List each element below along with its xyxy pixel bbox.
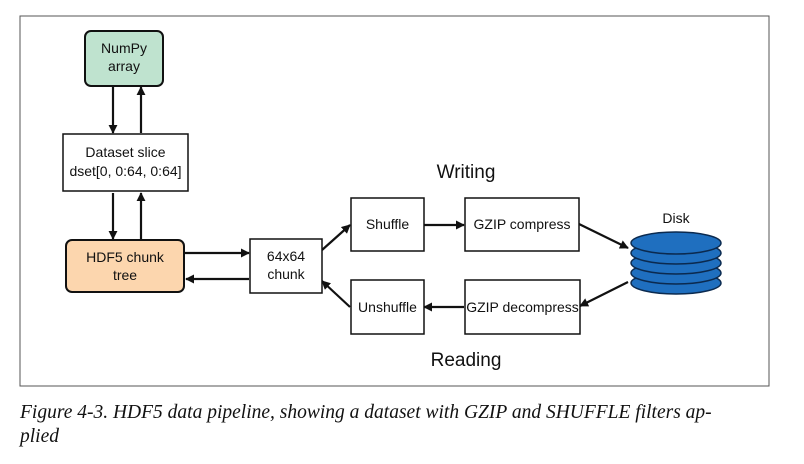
numpy-array-label-line2: array <box>108 58 140 74</box>
shuffle-label: Shuffle <box>366 216 410 232</box>
chunk-label-line2: chunk <box>267 266 305 282</box>
figure-caption-line2: plied <box>20 426 59 447</box>
figure-caption: Figure 4-3. HDF5 data pipeline, showing … <box>20 401 790 449</box>
chunk-node: 64x64 chunk <box>249 238 323 294</box>
arrow-unshuffle-to-chunk <box>321 280 351 308</box>
hdf5-chunk-tree-node: HDF5 chunk tree <box>65 239 185 293</box>
shuffle-node: Shuffle <box>350 197 425 252</box>
numpy-array-node: NumPy array <box>84 30 164 87</box>
arrow-chunk-to-shuffle <box>321 224 351 251</box>
dataset-slice-label-line1: Dataset slice <box>85 144 165 160</box>
arrow-disk-to-gzip-decompress <box>579 281 629 307</box>
hdf5-chunk-tree-label-line1: HDF5 chunk <box>86 249 165 265</box>
figure-frame <box>19 15 770 387</box>
numpy-array-label-line1: NumPy <box>101 40 147 56</box>
gzip-compress-label: GZIP compress <box>474 216 571 232</box>
unshuffle-node: Unshuffle <box>350 279 425 335</box>
unshuffle-label: Unshuffle <box>358 299 417 315</box>
disk-icon <box>630 231 722 295</box>
dataset-slice-label-line2: dset[0, 0:64, 0:64] <box>69 163 181 179</box>
dataset-slice-node: Dataset slice dset[0, 0:64, 0:64] <box>62 133 189 192</box>
writing-label: Writing <box>437 162 496 183</box>
gzip-decompress-label: GZIP decompress <box>466 299 579 315</box>
arrow-gzip-compress-to-disk <box>578 223 629 249</box>
chunk-label-line1: 64x64 <box>267 248 305 264</box>
gzip-decompress-node: GZIP decompress <box>464 279 581 335</box>
figure-caption-line1: Figure 4-3. HDF5 data pipeline, showing … <box>20 402 712 423</box>
arrows <box>108 86 629 312</box>
disk-label: Disk <box>662 210 690 226</box>
reading-label: Reading <box>431 350 502 371</box>
hdf5-chunk-tree-label-line2: tree <box>113 267 137 283</box>
gzip-compress-node: GZIP compress <box>464 197 580 252</box>
